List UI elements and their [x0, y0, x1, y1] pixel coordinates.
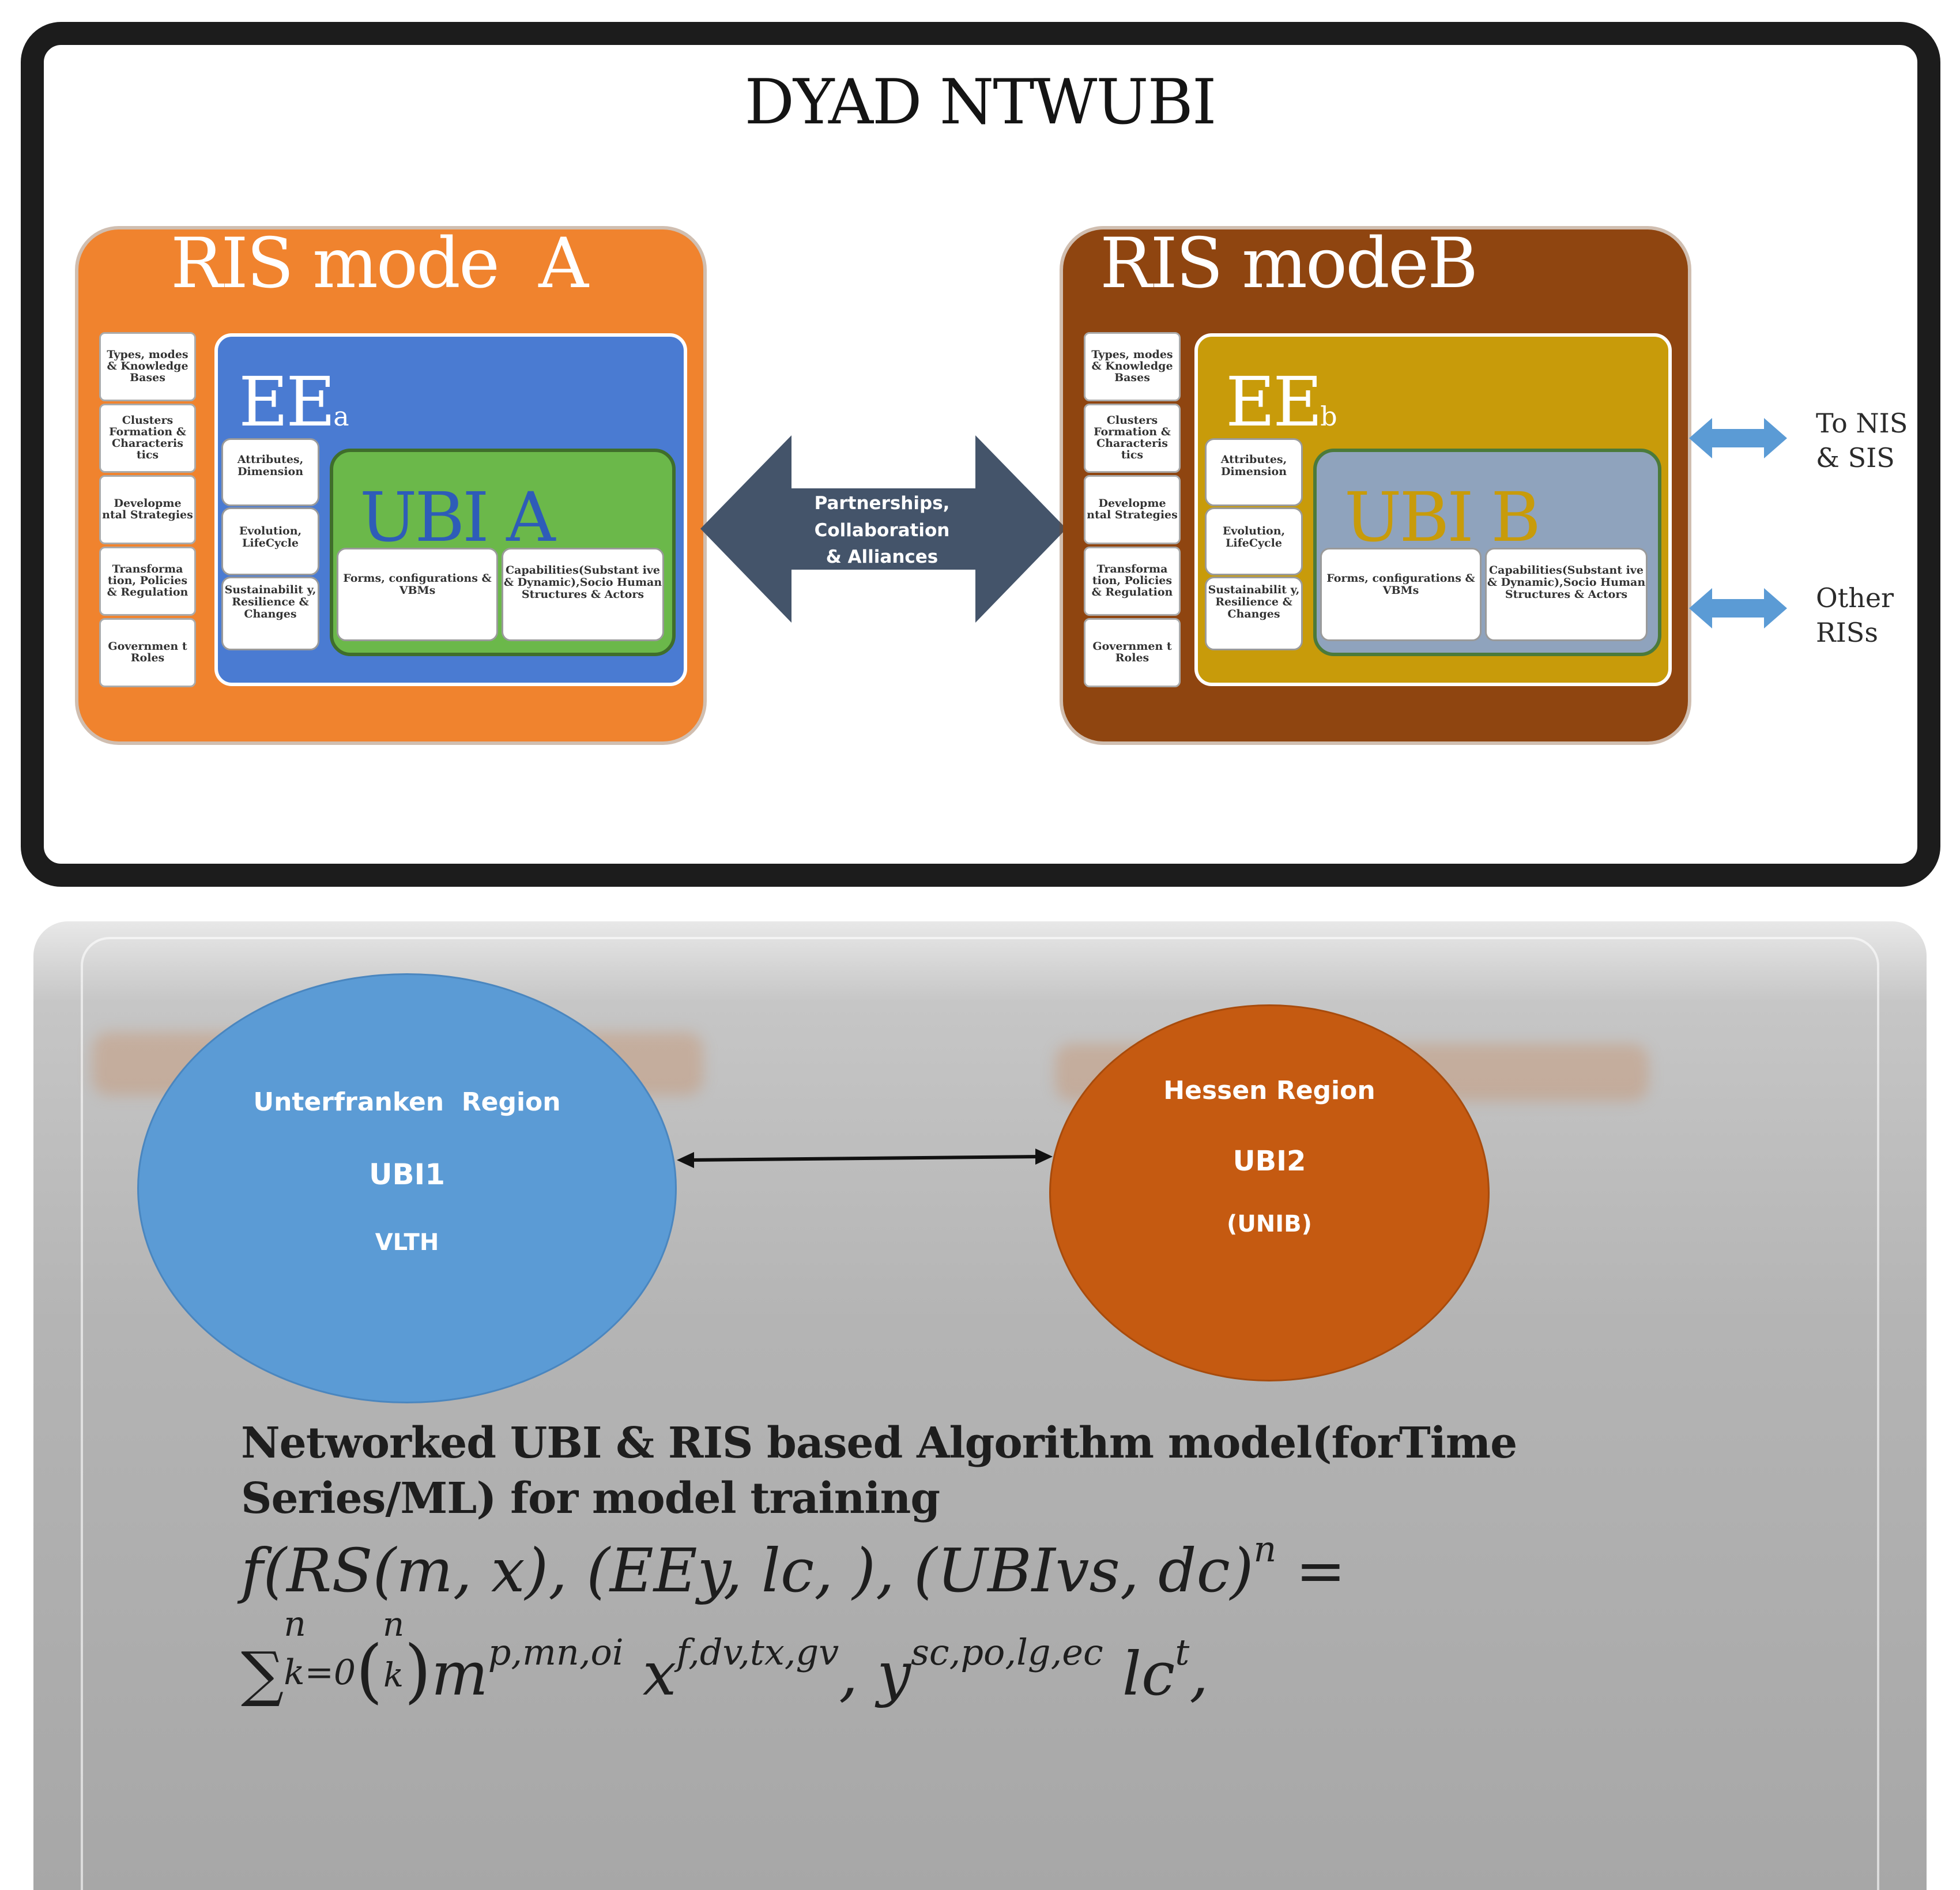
- partnership-label-line: Collaboration: [814, 519, 950, 541]
- ee-b-item: Evolution, LifeCycle: [1205, 507, 1303, 575]
- diagram-title: DYAD NTWUBI: [744, 66, 1216, 138]
- ee-b-label: EEb: [1226, 362, 1337, 442]
- other-ris-link-label-line: RISs: [1816, 616, 1878, 648]
- ee-a-item: Evolution, LifeCycle: [221, 507, 319, 575]
- region-link-arrowhead-right: [1035, 1149, 1053, 1165]
- ubi-a-item: Capabilities(Substant ive & Dynamic),Soc…: [502, 548, 664, 641]
- formula-heading: Networked UBI & RIS based Algorithm mode…: [241, 1415, 1913, 1526]
- other-ris-link-label: Other RISs: [1816, 581, 1894, 650]
- region-link-arrow: [677, 1149, 1053, 1168]
- nis-link-label: To NIS & SIS: [1816, 406, 1908, 476]
- partnership-arrow-shape: [700, 435, 1066, 623]
- partnership-label-line: & Alliances: [826, 547, 938, 567]
- other-ris-link-arrow-shape: [1689, 588, 1787, 628]
- region1-ubi: UBI1: [368, 1158, 446, 1191]
- partnership-label: Partnerships, Collaboration & Alliances: [807, 490, 957, 571]
- ee-b-item: Sustainabilit y, Resilience & Changes: [1205, 577, 1303, 650]
- formula-heading-line: Series/ML) for model training: [241, 1474, 940, 1524]
- other-ris-link-arrow: [1689, 588, 1787, 628]
- ris-mode-a-title: RIS mode A: [171, 224, 589, 304]
- region2-name: Hessen Region: [1163, 1076, 1375, 1105]
- other-ris-link-label-line: Other: [1816, 582, 1894, 613]
- formula-line-1: f(RS(m, x), (EEy, lc, ), (UBIvs, dc)n =: [241, 1528, 1346, 1606]
- nis-link-arrow-shape: [1689, 418, 1787, 458]
- ris-mode-b-title: RIS modeB: [1100, 224, 1478, 304]
- region2-ubi: UBI2: [1232, 1145, 1306, 1177]
- nis-link-label-line: & SIS: [1816, 442, 1895, 473]
- region1-institution: VLTH: [375, 1229, 439, 1256]
- ee-a-item: Sustainabilit y, Resilience & Changes: [221, 577, 319, 650]
- region1-name: Unterfranken Region: [253, 1087, 561, 1117]
- ris-b-side-item: Clusters Formation & Characteris tics: [1084, 404, 1181, 473]
- region2-circle: [1049, 1004, 1490, 1381]
- region-link-arrowhead-left: [677, 1152, 694, 1168]
- ubi-b-item: Capabilities(Substant ive & Dynamic),Soc…: [1485, 548, 1648, 641]
- partnership-arrow: [700, 435, 1066, 623]
- ee-a-label: EEa: [239, 362, 349, 442]
- ris-a-side-item: Transforma tion, Policies & Regulation: [99, 547, 196, 616]
- ris-a-side-item: Clusters Formation & Characteris tics: [99, 404, 196, 473]
- bottom-panel-frame: [81, 937, 1879, 1890]
- ris-b-side-item: Developme ntal Strategies: [1084, 475, 1181, 544]
- ris-b-side-item: Types, modes & Knowledge Bases: [1084, 332, 1181, 401]
- ee-a-item: Attributes, Dimension: [221, 438, 319, 506]
- ubi-a-label: UBI A: [360, 477, 555, 557]
- ubi-b-label: UBI B: [1344, 477, 1541, 557]
- ris-a-side-item: Developme ntal Strategies: [99, 475, 196, 544]
- nis-link-label-line: To NIS: [1816, 408, 1908, 439]
- ubi-a-item: Forms, configurations & VBMs: [337, 548, 498, 641]
- ubi-b-item: Forms, configurations & VBMs: [1320, 548, 1482, 641]
- ris-a-side-item: Types, modes & Knowledge Bases: [99, 332, 196, 401]
- nis-link-arrow: [1689, 418, 1787, 458]
- region-link-line: [689, 1155, 1041, 1162]
- ris-b-side-item: Transforma tion, Policies & Regulation: [1084, 547, 1181, 616]
- ee-b-item: Attributes, Dimension: [1205, 438, 1303, 506]
- ris-b-side-item: Governmen t Roles: [1084, 618, 1181, 687]
- region1-circle: [137, 973, 677, 1403]
- formula-heading-line: Networked UBI & RIS based Algorithm mode…: [241, 1418, 1517, 1468]
- ris-a-side-item: Governmen t Roles: [99, 618, 196, 687]
- partnership-label-line: Partnerships,: [814, 493, 950, 514]
- region2-institution: (UNIB): [1227, 1211, 1312, 1237]
